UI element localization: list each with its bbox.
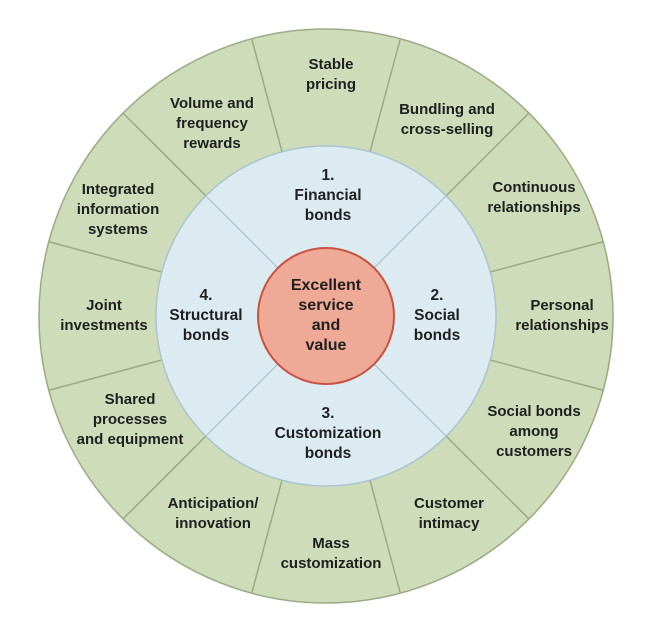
outer-label-social-bonds-customers-line: Social bonds: [487, 403, 580, 420]
outer-label-personal-relationships-line: Personal: [530, 297, 593, 314]
outer-segment-divider: [48, 240, 162, 273]
outer-label-volume-rewards-line: Volume and: [170, 95, 254, 112]
outer-segment-divider: [490, 240, 604, 273]
outer-label-volume-rewards-line: rewards: [183, 135, 241, 152]
center-label-line: Excellent: [291, 277, 362, 294]
outer-label-continuous-relationships-line: relationships: [487, 199, 580, 216]
middle-label-structural-line: 4.: [200, 287, 213, 304]
outer-segment-divider: [369, 38, 402, 152]
middle-label-structural-line: Structural: [169, 307, 242, 324]
outer-label-social-bonds-customers: Social bonds among customers: [487, 403, 580, 460]
outer-segment-divider: [122, 435, 207, 520]
outer-label-anticipation: Anticipation/innovation: [168, 495, 260, 532]
outer-segment-divider: [445, 435, 530, 520]
outer-label-customer-intimacy-line: intimacy: [419, 515, 481, 532]
center-label-line: service: [298, 297, 353, 314]
middle-label-financial: 1. Financial bonds: [294, 167, 361, 224]
outer-label-bundling: Bundling and cross-selling: [399, 101, 495, 138]
outer-label-bundling-line: cross-selling: [401, 121, 494, 138]
center-circle: [257, 247, 395, 385]
outer-label-bundling-line: Bundling and: [399, 101, 495, 118]
outer-label-integrated-systems-line: Integrated: [82, 181, 155, 198]
outer-label-personal-relationships-line: relationships: [515, 317, 608, 334]
middle-label-social: 2. Social bonds: [414, 287, 461, 344]
outer-label-customer-intimacy-line: Customer: [414, 495, 484, 512]
center-label: Excellent service and value: [291, 277, 362, 354]
middle-label-structural-line: bonds: [183, 327, 230, 344]
outer-label-joint-investments-line: investments: [60, 317, 148, 334]
outer-label-shared-processes-line: processes: [93, 411, 167, 428]
outer-label-social-bonds-customers-line: customers: [496, 443, 572, 460]
middle-label-customization-line: Customization: [275, 425, 382, 442]
middle-label-customization-line: 3.: [322, 405, 335, 422]
outer-label-stable-pricing-line: pricing: [306, 76, 356, 93]
outer-segment-divider: [490, 359, 604, 392]
outer-label-anticipation-line: innovation: [175, 515, 251, 532]
outer-label-social-bonds-customers-line: among: [509, 423, 558, 440]
outer-label-volume-rewards: Volume and frequency rewards: [170, 95, 254, 152]
outer-label-integrated-systems-line: systems: [88, 221, 148, 238]
outer-segment-divider: [48, 359, 162, 392]
middle-label-social-line: bonds: [414, 327, 461, 344]
outer-label-joint-investments-line: Joint: [86, 297, 122, 314]
center-circle-group: [257, 247, 395, 385]
outer-label-integrated-systems-line: information: [77, 201, 160, 218]
outer-label-mass-customization-line: customization: [281, 555, 382, 572]
center-label-line: value: [306, 337, 347, 354]
middle-quadrant-divider: [205, 195, 279, 269]
outer-segment-divider: [369, 480, 402, 594]
outer-segment-divider: [445, 112, 530, 197]
outer-label-continuous-relationships-line: Continuous: [492, 179, 575, 196]
outer-label-integrated-systems: Integrated information systems: [77, 181, 160, 238]
outer-label-mass-customization: Mass customization: [281, 535, 382, 572]
middle-label-social-line: Social: [414, 307, 460, 324]
outer-label-shared-processes-line: Shared: [105, 391, 156, 408]
outer-label-personal-relationships: Personal relationships: [515, 297, 608, 334]
outer-label-stable-pricing: Stable pricing: [306, 56, 356, 93]
center-label-line: and: [312, 317, 340, 334]
middle-quadrant-divider: [373, 363, 447, 437]
outer-segment-divider: [122, 112, 207, 197]
middle-label-financial-line: Financial: [294, 187, 361, 204]
outer-label-mass-customization-line: Mass: [312, 535, 350, 552]
middle-label-financial-line: 1.: [322, 167, 335, 184]
middle-label-financial-line: bonds: [305, 207, 352, 224]
outer-label-customer-intimacy: Customer intimacy: [414, 495, 484, 532]
middle-label-social-line: 2.: [431, 287, 444, 304]
outer-segment-divider: [250, 480, 283, 594]
middle-label-structural: 4. Structural bonds: [169, 287, 242, 344]
outer-label-joint-investments: Joint investments: [60, 297, 148, 334]
outer-label-continuous-relationships: Continuous relationships: [487, 179, 580, 216]
outer-label-shared-processes: Shared processes and equipment: [77, 391, 184, 448]
outer-label-volume-rewards-line: frequency: [176, 115, 248, 132]
outer-label-anticipation-line: Anticipation/: [168, 495, 260, 512]
middle-label-customization: 3. Customization bonds: [275, 405, 382, 462]
middle-quadrant-divider: [205, 363, 279, 437]
middle-quadrant-divider: [373, 195, 447, 269]
outer-label-shared-processes-line: and equipment: [77, 431, 184, 448]
middle-label-customization-line: bonds: [305, 445, 352, 462]
outer-label-stable-pricing-line: Stable: [308, 56, 353, 73]
outer-segment-divider: [250, 38, 283, 152]
